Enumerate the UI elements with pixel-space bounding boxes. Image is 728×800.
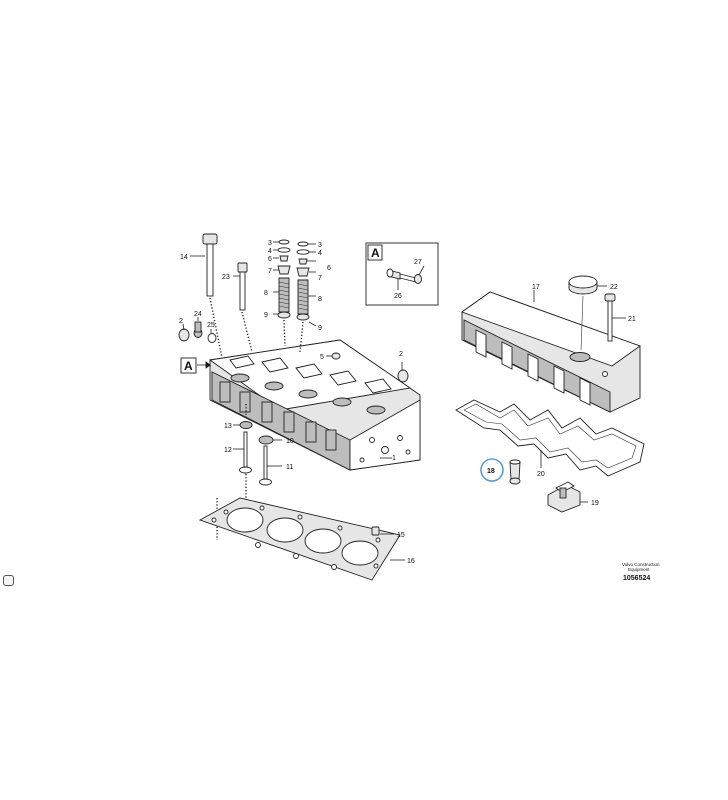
callout-1: 1 — [392, 455, 396, 462]
callout-23: 23 — [222, 274, 230, 281]
credit-line-2: Equipment — [628, 567, 650, 572]
figure-credit: Volvo Construction Equipment 1056524 — [622, 562, 660, 582]
callout-14: 14 — [180, 254, 188, 261]
callout-27: 27 — [414, 259, 422, 266]
detail-view-a: A — [365, 242, 439, 306]
view-marker-label: A — [184, 359, 193, 373]
callout-3-left: 3 — [268, 240, 272, 247]
callout-19: 19 — [591, 500, 599, 507]
checkbox-control[interactable] — [3, 575, 14, 586]
callout-17: 17 — [532, 284, 540, 291]
callout-15: 15 — [397, 532, 405, 539]
part-17-valve-cover — [461, 290, 641, 413]
credit-line-1: Volvo Construction — [622, 562, 660, 567]
parts-2-24-25 — [178, 317, 217, 343]
callout-12: 12 — [224, 447, 232, 454]
callout-18: 18 — [487, 468, 495, 475]
callout-7-right: 7 — [318, 275, 322, 282]
valves-and-seals — [216, 404, 282, 540]
callout-8-left: 8 — [264, 290, 268, 297]
callout-6-right: 6 — [327, 265, 331, 272]
part-5-plug — [326, 352, 341, 360]
callout-25: 25 — [207, 322, 215, 329]
callout-6-left: 6 — [268, 256, 272, 263]
part-15-dowel — [371, 526, 394, 536]
part-16-head-gasket — [198, 497, 405, 581]
callout-22: 22 — [610, 284, 618, 291]
part-18-highlight-ring — [480, 458, 504, 482]
figure-number: 1056524 — [623, 575, 650, 582]
valve-stack-right — [296, 241, 317, 353]
callout-21: 21 — [628, 316, 636, 323]
cylinder-head — [208, 339, 421, 471]
part-21-bolt — [604, 293, 626, 342]
callout-16: 16 — [407, 558, 415, 565]
callout-4-right: 4 — [318, 250, 322, 257]
callout-8-right: 8 — [318, 296, 322, 303]
callout-3-right: 3 — [318, 242, 322, 249]
valve-stack-left — [273, 239, 291, 347]
part-20-cover-gasket — [455, 399, 645, 477]
callout-5: 5 — [320, 354, 324, 361]
callout-24: 24 — [194, 311, 202, 318]
callout-13: 13 — [224, 423, 232, 430]
part-23-bolt — [233, 262, 253, 353]
callout-2-left: 2 — [179, 318, 183, 325]
callout-2-right: 2 — [399, 351, 403, 358]
callout-20: 20 — [537, 471, 545, 478]
part-18-breather — [480, 458, 521, 485]
callout-26: 26 — [394, 293, 402, 300]
callout-10: 10 — [286, 438, 294, 445]
detail-marker: A — [371, 246, 380, 260]
part-14-bolt — [190, 233, 223, 359]
callout-9-right: 9 — [318, 325, 322, 332]
part-22-oil-cap — [568, 275, 607, 351]
callout-4-left: 4 — [268, 248, 272, 255]
callout-labels: 1 2 2 3 3 4 4 5 6 6 7 7 8 8 9 9 10 11 12… — [179, 240, 636, 565]
part-2-plug-right — [397, 362, 409, 383]
callout-9-left: 9 — [264, 312, 268, 319]
callout-11: 11 — [286, 464, 293, 471]
view-marker-a: A — [180, 357, 212, 374]
callout-7-left: 7 — [268, 268, 272, 275]
part-19-bracket — [547, 481, 588, 513]
